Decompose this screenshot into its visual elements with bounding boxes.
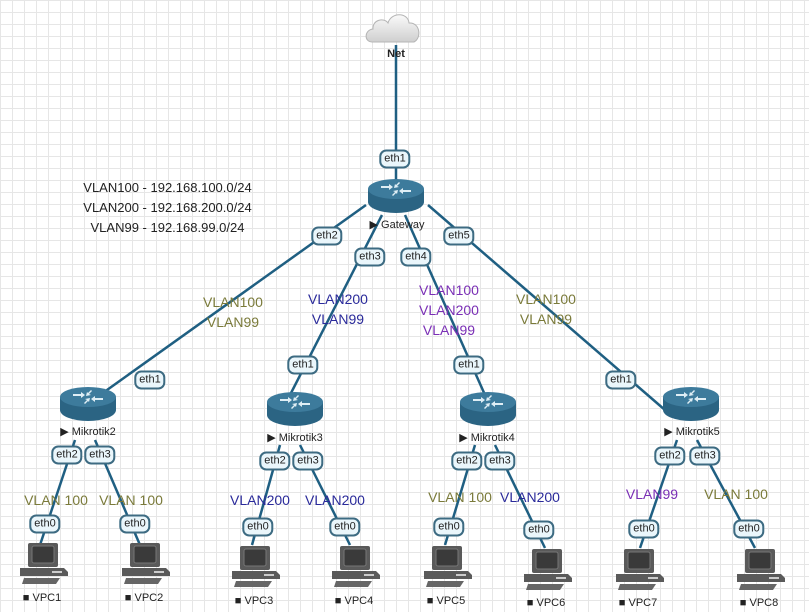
pc-vpc1[interactable] xyxy=(16,542,68,591)
port-gateway-eth4[interactable]: eth4 xyxy=(400,247,432,267)
port-gateway-eth1[interactable]: eth1 xyxy=(379,149,411,169)
pc-icon xyxy=(612,548,664,592)
router-mikrotik4[interactable] xyxy=(459,391,517,427)
play-icon: ▶ xyxy=(369,219,378,231)
status-square-icon: ■ xyxy=(334,595,342,607)
status-square-icon: ■ xyxy=(739,597,747,609)
cloud-icon xyxy=(365,14,420,43)
port-vpc1-eth0[interactable]: eth0 xyxy=(29,514,61,534)
cloud-net[interactable] xyxy=(364,8,422,46)
play-icon: ▶ xyxy=(60,426,69,438)
play-icon: ▶ xyxy=(267,432,276,444)
pc-vpc4[interactable] xyxy=(328,545,380,594)
pc-icon xyxy=(118,542,170,586)
access-vlan-vpc4: VLAN200 xyxy=(305,492,365,508)
port-mikrotik5-eth3[interactable]: eth3 xyxy=(689,446,721,466)
router-icon xyxy=(266,391,324,427)
port-mikrotik4-eth2[interactable]: eth2 xyxy=(451,451,483,471)
router-icon xyxy=(662,386,720,422)
access-vlan-vpc2: VLAN 100 xyxy=(99,492,163,508)
pc-icon xyxy=(520,548,572,592)
router-mikrotik3[interactable] xyxy=(266,391,324,427)
pc-vpc7[interactable] xyxy=(612,548,664,597)
pc-vpc5[interactable] xyxy=(420,545,472,594)
router-label-mikrotik4: ▶ Mikrotik4 xyxy=(459,432,515,444)
access-vlan-vpc1: VLAN 100 xyxy=(24,492,88,508)
pc-label-vpc6: ■ VPC6 xyxy=(526,597,566,609)
port-vpc3-eth0[interactable]: eth0 xyxy=(242,517,274,537)
port-vpc4-eth0[interactable]: eth0 xyxy=(329,517,361,537)
port-mikrotik2-eth2[interactable]: eth2 xyxy=(51,445,83,465)
pc-label-vpc5: ■ VPC5 xyxy=(426,595,466,607)
router-gateway[interactable] xyxy=(367,178,425,214)
port-mikrotik3-eth3[interactable]: eth3 xyxy=(292,451,324,471)
status-square-icon: ■ xyxy=(618,597,626,609)
pc-label-vpc8: ■ VPC8 xyxy=(739,597,779,609)
cloud-label: Net xyxy=(387,48,405,60)
access-vlan-vpc6: VLAN200 xyxy=(500,489,560,505)
vlan-legend: VLAN100 - 192.168.100.0/24 VLAN200 - 192… xyxy=(70,178,265,238)
access-vlan-vpc5: VLAN 100 xyxy=(428,489,492,505)
status-square-icon: ■ xyxy=(22,592,30,604)
pc-icon xyxy=(228,545,280,589)
port-mikrotik3-eth1[interactable]: eth1 xyxy=(287,355,319,375)
legend-line: VLAN99 - 192.168.99.0/24 xyxy=(90,220,245,235)
router-icon xyxy=(367,178,425,214)
pc-label-vpc2: ■ VPC2 xyxy=(124,592,164,604)
port-gateway-eth3[interactable]: eth3 xyxy=(354,247,386,267)
pc-label-vpc1: ■ VPC1 xyxy=(22,592,62,604)
pc-vpc8[interactable] xyxy=(733,548,785,597)
pc-vpc2[interactable] xyxy=(118,542,170,591)
router-label-gateway: ▶ Gateway xyxy=(369,219,425,231)
access-vlan-vpc3: VLAN200 xyxy=(230,492,290,508)
pc-label-vpc4: ■ VPC4 xyxy=(334,595,374,607)
pc-label-vpc3: ■ VPC3 xyxy=(234,595,274,607)
router-label-mikrotik2: ▶ Mikrotik2 xyxy=(60,426,116,438)
port-vpc7-eth0[interactable]: eth0 xyxy=(628,519,660,539)
legend-line: VLAN100 - 192.168.100.0/24 xyxy=(83,180,252,195)
status-square-icon: ■ xyxy=(426,595,434,607)
router-icon xyxy=(59,386,117,422)
status-square-icon: ■ xyxy=(124,592,132,604)
port-vpc5-eth0[interactable]: eth0 xyxy=(433,517,465,537)
pc-icon xyxy=(420,545,472,589)
pc-icon xyxy=(16,542,68,586)
play-icon: ▶ xyxy=(664,426,673,438)
pc-label-vpc7: ■ VPC7 xyxy=(618,597,658,609)
legend-line: VLAN200 - 192.168.200.0/24 xyxy=(83,200,252,215)
port-mikrotik2-eth3[interactable]: eth3 xyxy=(84,445,116,465)
port-mikrotik4-eth3[interactable]: eth3 xyxy=(484,451,516,471)
access-vlan-vpc7: VLAN99 xyxy=(625,486,679,502)
pc-icon xyxy=(733,548,785,592)
port-vpc6-eth0[interactable]: eth0 xyxy=(523,520,555,540)
status-square-icon: ■ xyxy=(526,597,534,609)
router-label-mikrotik3: ▶ Mikrotik3 xyxy=(267,432,323,444)
port-gateway-eth2[interactable]: eth2 xyxy=(311,226,343,246)
router-icon xyxy=(459,391,517,427)
status-square-icon: ■ xyxy=(234,595,242,607)
port-mikrotik2-eth1[interactable]: eth1 xyxy=(134,370,166,390)
port-vpc8-eth0[interactable]: eth0 xyxy=(733,519,765,539)
pc-vpc6[interactable] xyxy=(520,548,572,597)
access-vlan-vpc8: VLAN 100 xyxy=(704,486,768,502)
port-mikrotik5-eth2[interactable]: eth2 xyxy=(654,446,686,466)
port-gateway-eth5[interactable]: eth5 xyxy=(443,226,475,246)
pc-vpc3[interactable] xyxy=(228,545,280,594)
router-mikrotik2[interactable] xyxy=(59,386,117,422)
pc-icon xyxy=(328,545,380,589)
port-vpc2-eth0[interactable]: eth0 xyxy=(119,514,151,534)
router-label-mikrotik5: ▶ Mikrotik5 xyxy=(664,426,720,438)
port-mikrotik4-eth1[interactable]: eth1 xyxy=(453,355,485,375)
port-mikrotik5-eth1[interactable]: eth1 xyxy=(605,370,637,390)
play-icon: ▶ xyxy=(459,432,468,444)
router-mikrotik5[interactable] xyxy=(662,386,720,422)
port-mikrotik3-eth2[interactable]: eth2 xyxy=(259,451,291,471)
